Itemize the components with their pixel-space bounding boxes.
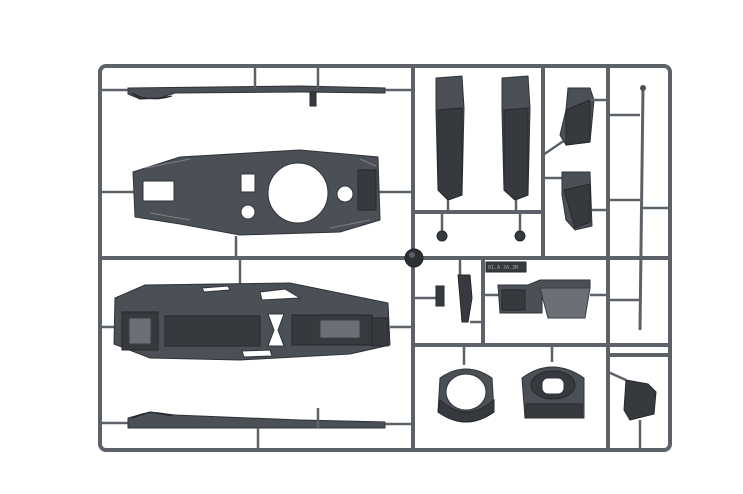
- hatch-upper: [542, 87, 608, 157]
- track-guard-bottom: [100, 408, 413, 450]
- cupola: [521, 345, 585, 419]
- frame-part: 01.A 3A.3M: [483, 261, 608, 319]
- hatch-lower: [543, 171, 608, 231]
- turret-ring: [437, 345, 495, 423]
- mudflap: [607, 370, 657, 450]
- side-panel-left: [435, 75, 465, 212]
- lower-hull-plate: [100, 258, 413, 361]
- small-bracket-1: [436, 212, 448, 242]
- gate-hub: [404, 248, 424, 268]
- antenna-rod: [608, 85, 670, 331]
- small-bracket-2: [514, 212, 526, 242]
- upper-hull-plate: [100, 149, 413, 258]
- side-panel-right: [501, 75, 531, 212]
- svg-text:01.A 3A.3M: 01.A 3A.3M: [488, 265, 518, 271]
- track-guard-top: [100, 66, 413, 107]
- small-bracket-left: [413, 258, 483, 324]
- sprue-frame: [98, 64, 672, 452]
